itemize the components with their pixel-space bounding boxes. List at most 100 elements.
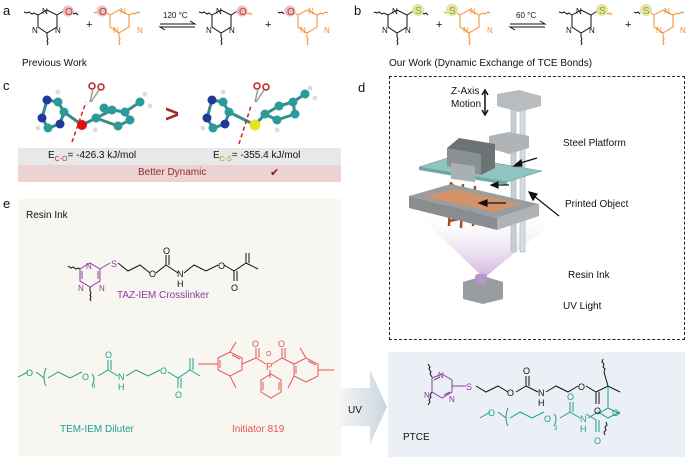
svg-text:3: 3 (92, 384, 96, 390)
svg-text:3: 3 (554, 426, 558, 432)
taz-iem-structure (67, 253, 259, 302)
svg-text:N: N (206, 26, 212, 35)
svg-text:O: O (578, 382, 585, 392)
svg-text:N: N (470, 7, 476, 16)
panel-a-scheme: O N N N + O N N N 120 °C O N N N + O N N… (23, 5, 330, 46)
svg-text:O: O (231, 283, 238, 293)
svg-text:N: N (487, 26, 493, 35)
svg-text:O: O (278, 339, 285, 349)
svg-text:N: N (118, 372, 125, 382)
svg-text:O: O (594, 436, 601, 446)
label-initiator-819: Initiator 819 (232, 424, 285, 435)
svg-text:S: S (111, 259, 117, 269)
svg-text:N: N (382, 26, 388, 35)
svg-text:N: N (55, 26, 61, 35)
panel-c-molecules: > (35, 82, 318, 145)
svg-text:N: N (308, 7, 314, 16)
svg-text:N: N (680, 26, 686, 35)
svg-text:H: H (538, 398, 545, 408)
svg-text:S: S (415, 6, 422, 17)
uv-lamp (475, 274, 487, 284)
verdict-text: Better Dynamic (138, 167, 207, 178)
svg-text:+: + (436, 19, 442, 31)
svg-text:O: O (99, 7, 107, 18)
uv-light-box (463, 276, 503, 304)
svg-text:N: N (216, 7, 222, 16)
label-z-axis-2: Motion (451, 99, 482, 110)
svg-text:N: N (113, 26, 119, 35)
svg-text:O: O (488, 408, 495, 418)
svg-text:O: O (175, 390, 182, 400)
svg-text:N: N (405, 26, 411, 35)
temp-label-a: 120 °C (163, 11, 188, 20)
label-z-axis-1: Z-Axis (451, 86, 480, 97)
svg-text:S: S (449, 6, 456, 17)
svg-text:O: O (218, 261, 225, 271)
label-ptce: PTCE (403, 432, 430, 443)
label-uv-light: UV Light (563, 301, 602, 312)
svg-text:+: + (265, 19, 271, 31)
uv-arrow (341, 370, 387, 444)
svg-text:N: N (580, 414, 587, 424)
svg-text:O: O (82, 372, 89, 382)
svg-text:O: O (65, 7, 73, 18)
svg-text:S: S (599, 6, 606, 17)
panel-c-label: c (3, 78, 10, 93)
svg-text:H: H (118, 382, 125, 392)
svg-text:N: N (78, 284, 84, 293)
svg-text:N: N (177, 269, 184, 279)
svg-text:O: O (287, 7, 295, 18)
svg-text:O: O (567, 392, 574, 402)
tem-iem-structure (18, 358, 201, 388)
energy-cs: EC-S= -355.4 kJ/mol (213, 150, 301, 163)
svg-text:N: N (424, 391, 430, 400)
svg-text:N: N (664, 7, 670, 16)
svg-text:N: N (300, 26, 306, 35)
panel-b-label: b (354, 3, 362, 18)
diluter-initiator-structures: O O 3 O N H O O O O O P (18, 339, 334, 400)
energy-bar: EC-O= -426.3 kJ/mol EC-S= -355.4 kJ/mol (18, 148, 341, 165)
svg-text:N: N (438, 371, 444, 380)
svg-text:N: N (137, 26, 143, 35)
svg-text:N: N (86, 262, 92, 271)
svg-text:O: O (26, 368, 33, 378)
molecule-cs (200, 82, 318, 145)
svg-text:O: O (149, 269, 156, 279)
resin-ink-panel (18, 199, 341, 456)
svg-text:N: N (324, 26, 330, 35)
resin-ink-title: Resin Ink (26, 210, 68, 221)
label-printed-object: Printed Object (565, 199, 629, 210)
label-steel-platform: Steel Platform (563, 138, 626, 149)
svg-text:N: N (463, 26, 469, 35)
comparison-symbol: > (165, 101, 179, 128)
svg-text:O: O (163, 246, 170, 256)
resin-ink (425, 189, 521, 212)
scissors-icon (88, 82, 105, 91)
svg-text:O: O (523, 366, 530, 376)
svg-text:N: N (656, 26, 662, 35)
svg-text:N: N (576, 7, 582, 16)
svg-text:P: P (266, 362, 273, 373)
svg-text:O: O (252, 339, 259, 349)
panel-a-label: a (3, 3, 11, 18)
panel-b-scheme: S N N N + S N N N 60 °C S N N N + S N N … (373, 4, 686, 46)
ptce-structure: N N N S O O N H O O O O 3 O N H O O (424, 358, 621, 446)
resin-ink-structures: N N N S O O N H O O (67, 246, 259, 302)
svg-text:N: N (120, 7, 126, 16)
svg-text:O: O (507, 388, 514, 398)
svg-text:O: O (239, 7, 247, 18)
svg-text:N: N (589, 26, 595, 35)
panel-b-caption: Our Work (Dynamic Exchange of TCE Bonds) (389, 58, 593, 69)
temp-label-b: 60 °C (516, 11, 536, 20)
ptce-panel (388, 352, 685, 457)
svg-text:O: O (544, 414, 551, 424)
svg-text:N: N (392, 7, 398, 16)
svg-text:N: N (32, 26, 38, 35)
printer-diagram-frame (389, 76, 685, 340)
svg-text:N: N (538, 388, 545, 398)
verdict-bar: Better Dynamic ✔ (18, 165, 341, 182)
z-axis-arrow-icon (481, 88, 489, 117)
svg-text:+: + (625, 19, 631, 31)
svg-text:N: N (42, 7, 48, 16)
svg-text:S: S (643, 6, 650, 17)
